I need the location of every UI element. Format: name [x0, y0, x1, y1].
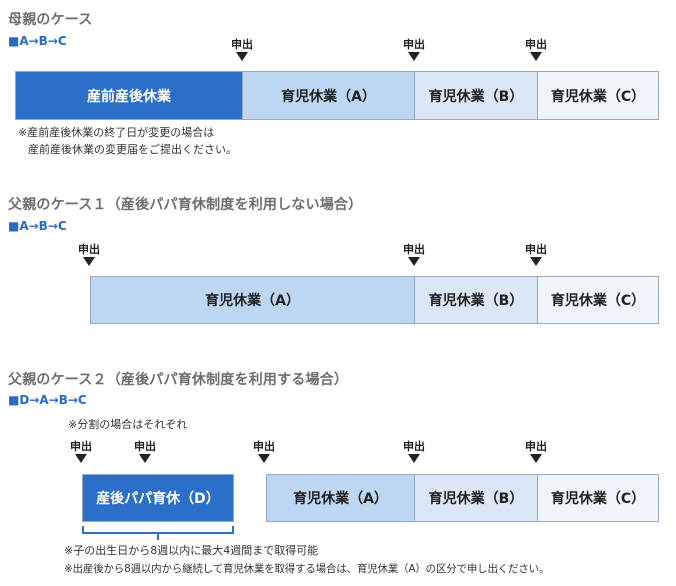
segment-childcare-leave-a: 育児休業（A） — [243, 72, 415, 119]
marker-label: 申出 — [78, 243, 100, 256]
down-triangle-icon — [530, 52, 542, 61]
segment-paternity-leave-d: 産後パパ育休（D） — [83, 475, 233, 521]
d-period-bracket — [82, 526, 234, 534]
marker-label: 申出 — [70, 440, 92, 453]
marker-label: 申出 — [525, 440, 547, 453]
segment-childcare-leave-c: 育児休業（C） — [538, 475, 658, 521]
marker-label: 申出 — [525, 243, 547, 256]
father2-marker-1: 申出 — [61, 440, 101, 463]
marker-label: 申出 — [403, 38, 425, 51]
father2-sequence: ■D→A→B→C — [8, 393, 87, 407]
mother-marker-1: 申出 — [222, 38, 262, 61]
segment-childcare-leave-b: 育児休業（B） — [415, 475, 538, 521]
father2-marker-3: 申出 — [244, 440, 284, 463]
segment-childcare-leave-a: 育児休業（A） — [91, 277, 415, 323]
down-triangle-icon — [408, 52, 420, 61]
father1-case-title: 父親のケース１（産後パパ育休制度を利用しない場合） — [8, 197, 363, 213]
down-triangle-icon — [75, 454, 87, 463]
father2-marker-2: 申出 — [125, 440, 165, 463]
father2-d-bar: 産後パパ育休（D） — [82, 474, 234, 522]
mother-timeline-bar: 産前産後休業 育児休業（A） 育児休業（B） 育児休業（C） — [15, 71, 659, 120]
mother-marker-2: 申出 — [394, 38, 434, 61]
marker-label: 申出 — [403, 440, 425, 453]
marker-label: 申出 — [134, 440, 156, 453]
father2-marker-5: 申出 — [516, 440, 556, 463]
down-triangle-icon — [530, 454, 542, 463]
down-triangle-icon — [408, 257, 420, 266]
segment-childcare-leave-b: 育児休業（B） — [415, 72, 538, 119]
father1-marker-3: 申出 — [516, 243, 556, 266]
mother-marker-3: 申出 — [516, 38, 556, 61]
mother-sequence: ■A→B→C — [8, 34, 67, 48]
marker-label: 申出 — [231, 38, 253, 51]
father1-sequence: ■A→B→C — [8, 219, 67, 233]
father2-case-title: 父親のケース２（産後パパ育休制度を利用する場合） — [8, 372, 349, 388]
father1-marker-1: 申出 — [69, 243, 109, 266]
d-period-bracket-stem — [157, 534, 159, 540]
split-note: ※分割の場合はそれぞれ — [68, 418, 188, 431]
segment-childcare-leave-c: 育児休業（C） — [538, 277, 658, 323]
father1-marker-2: 申出 — [394, 243, 434, 266]
mother-note-1: ※産前産後休業の終了日が変更の場合は — [18, 126, 215, 139]
down-triangle-icon — [408, 454, 420, 463]
marker-label: 申出 — [403, 243, 425, 256]
father2-marker-4: 申出 — [394, 440, 434, 463]
mother-note-2: 産前産後休業の変更届をご提出ください。 — [28, 143, 237, 156]
segment-childcare-leave-c: 育児休業（C） — [538, 72, 658, 119]
marker-label: 申出 — [253, 440, 275, 453]
marker-label: 申出 — [525, 38, 547, 51]
down-triangle-icon — [139, 454, 151, 463]
segment-maternity-leave: 産前産後休業 — [16, 72, 243, 119]
down-triangle-icon — [258, 454, 270, 463]
father2-note-1: ※子の出生日から8週以内に最大4週間まで取得可能 — [64, 544, 319, 557]
segment-childcare-leave-a: 育児休業（A） — [267, 475, 415, 521]
mother-case-title: 母親のケース — [8, 12, 93, 28]
down-triangle-icon — [236, 52, 248, 61]
father2-timeline-bar: 育児休業（A） 育児休業（B） 育児休業（C） — [266, 474, 659, 522]
down-triangle-icon — [83, 257, 95, 266]
father1-timeline-bar: 育児休業（A） 育児休業（B） 育児休業（C） — [90, 276, 659, 324]
down-triangle-icon — [530, 257, 542, 266]
segment-childcare-leave-b: 育児休業（B） — [415, 277, 538, 323]
father2-note-2: ※出産後から8週以内から継続して育児休業を取得する場合は、育児休業（A）の区分で… — [64, 563, 550, 575]
